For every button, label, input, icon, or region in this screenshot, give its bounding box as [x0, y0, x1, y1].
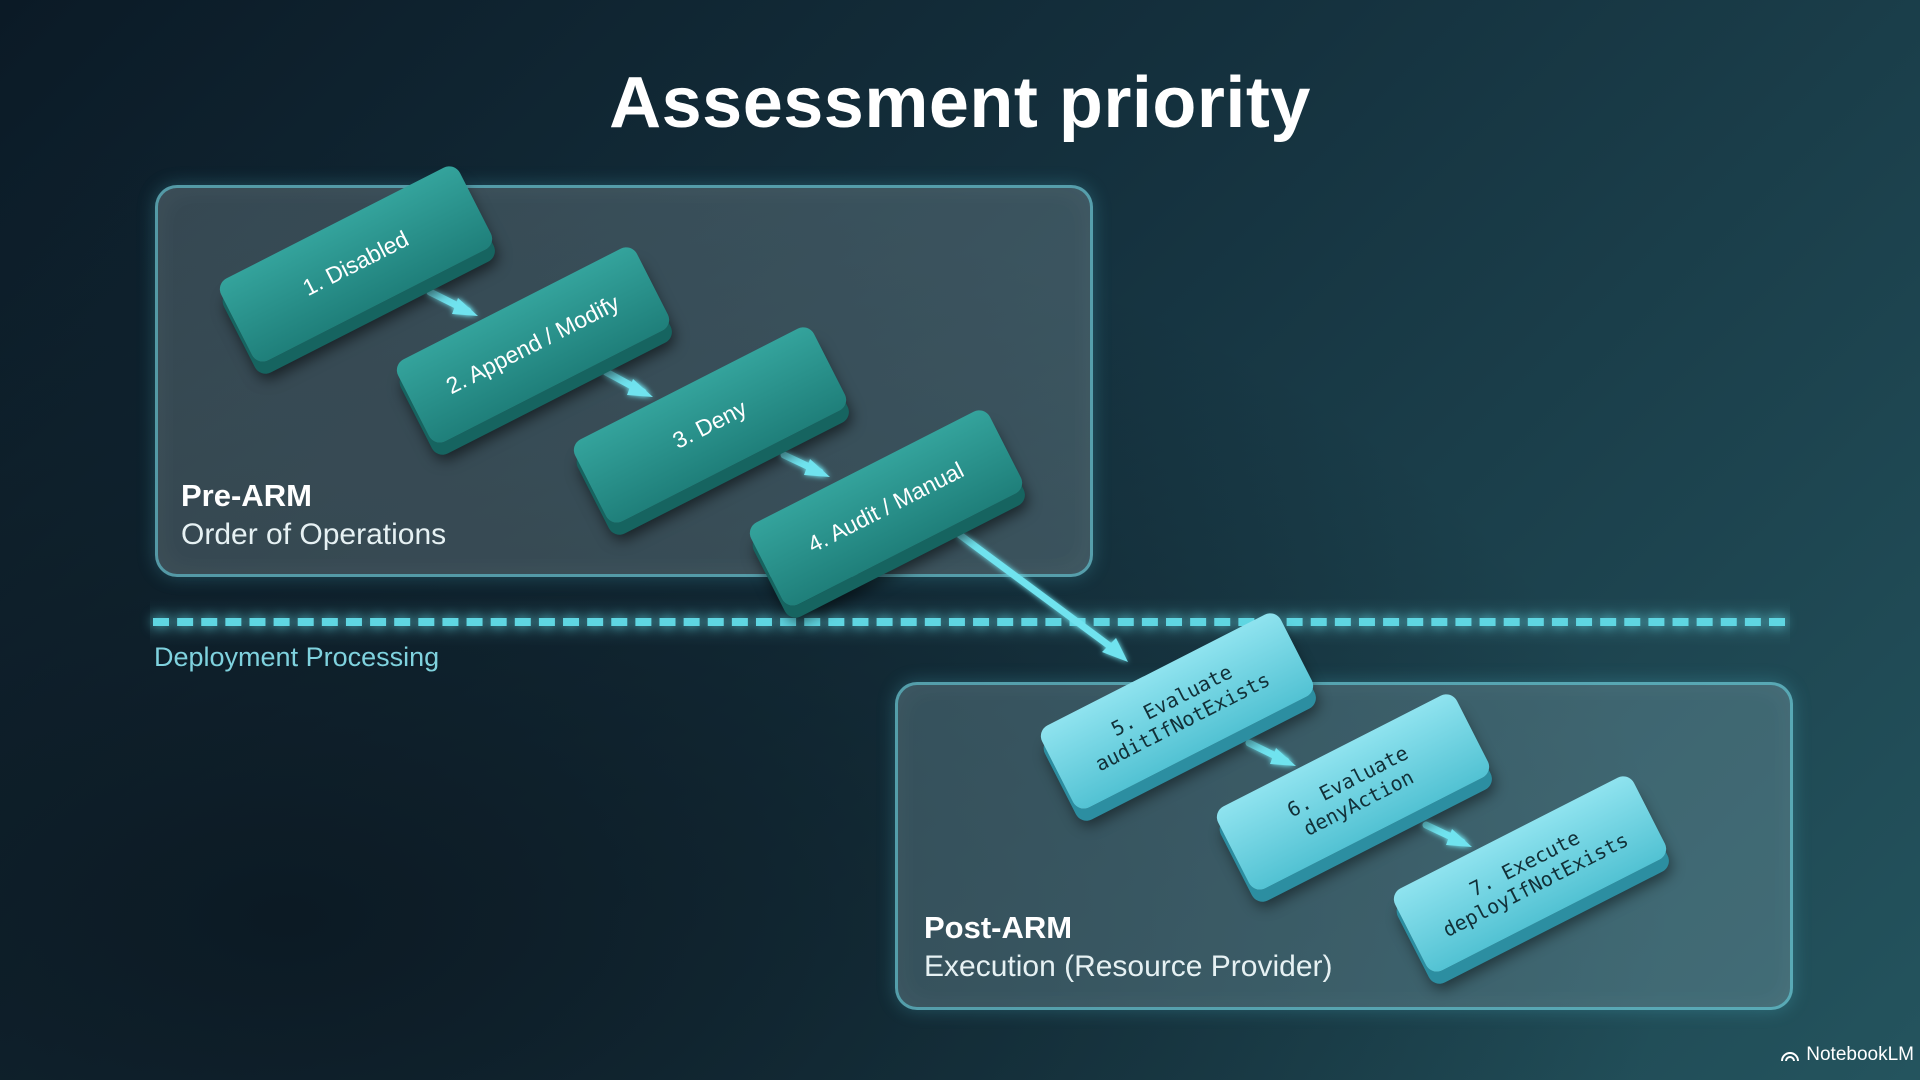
brand-label: NotebookLM	[1806, 1044, 1914, 1065]
arrowhead-5-6	[1270, 748, 1296, 766]
post-arm-label: Post-ARM Execution (Resource Provider)	[924, 910, 1333, 984]
notebooklm-logo-icon	[1781, 1052, 1800, 1062]
step-1-label: 1. Disabled	[298, 225, 413, 301]
post-arm-subtitle: Execution (Resource Provider)	[924, 950, 1333, 983]
divider-label: Deployment Processing	[154, 642, 440, 672]
post-arm-title: Post-ARM	[924, 910, 1073, 945]
deployment-divider-line	[153, 618, 1785, 626]
pre-arm-title: Pre-ARM	[181, 478, 312, 513]
arrowhead-3-4	[804, 459, 830, 477]
step-3-label: 3. Deny	[668, 394, 751, 454]
pre-arm-subtitle: Order of Operations	[181, 518, 447, 551]
page-title: Assessment priority	[609, 63, 1311, 143]
arrowhead-1-2	[452, 298, 478, 316]
arrow-4-5	[956, 531, 1119, 654]
arrowhead-4-5	[1102, 638, 1128, 662]
pre-arm-label: Pre-ARM Order of Operations	[181, 478, 446, 552]
arrowhead-6-7	[1446, 829, 1472, 847]
notebooklm-watermark: NotebookLM	[1780, 1044, 1914, 1066]
arrowhead-2-3	[627, 379, 653, 397]
